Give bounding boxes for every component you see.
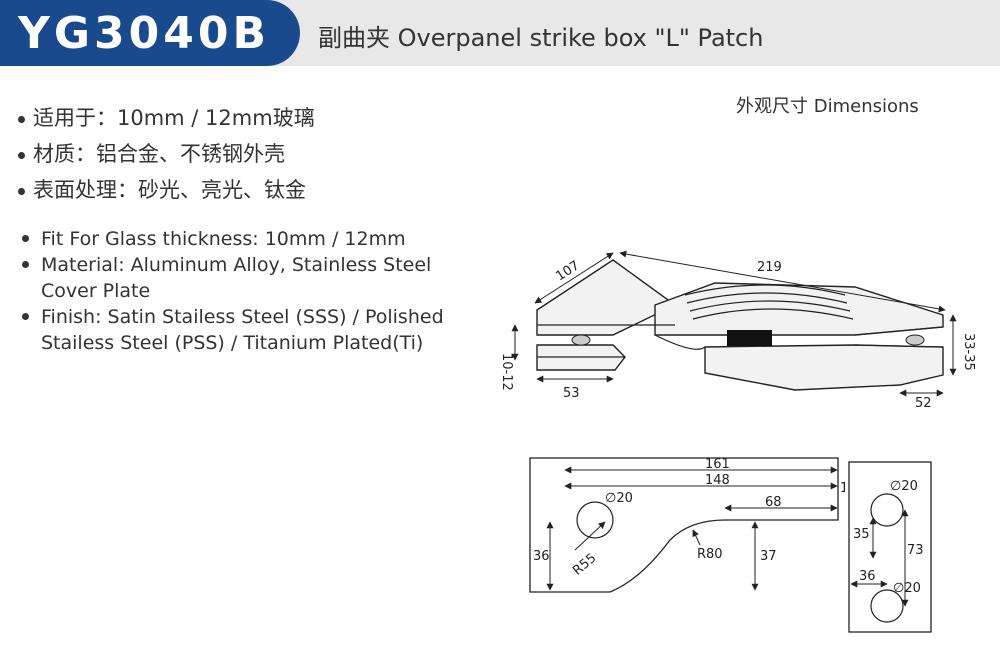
bullet-icon bbox=[22, 313, 29, 320]
dim-label: 33-35 bbox=[961, 333, 975, 371]
model-code: YG3040B bbox=[18, 7, 270, 59]
bullet-icon bbox=[18, 115, 25, 123]
spec-list-english: Fit For Glass thickness: 10mm / 12mm Mat… bbox=[18, 226, 478, 356]
dim-label: ∅20 bbox=[893, 581, 921, 596]
spec-item-cn: 表面处理：砂光、亮光、钛金 bbox=[18, 172, 315, 208]
spec-text: 适用于：10mm / 12mm玻璃 bbox=[33, 106, 315, 130]
dim-label: ∅20 bbox=[890, 479, 918, 494]
dim-label: R80 bbox=[697, 547, 723, 562]
model-badge: YG3040B bbox=[0, 0, 300, 66]
isometric-drawing: 107 219 33-35 10-12 53 52 bbox=[499, 250, 975, 411]
spec-text: 材质：铝合金、不锈钢外壳 bbox=[33, 142, 285, 166]
dim-label: 37 bbox=[760, 549, 777, 564]
spec-item-cn: 材质：铝合金、不锈钢外壳 bbox=[18, 136, 315, 172]
spec-text: Finish: Satin Stailess Steel (SSS) / Pol… bbox=[41, 306, 444, 354]
dim-label: 219 bbox=[757, 260, 782, 275]
dim-label: 36 bbox=[859, 569, 876, 584]
dim-label: 10-12 bbox=[499, 353, 514, 391]
spec-text: Material: Aluminum Alloy, Stainless Stee… bbox=[41, 254, 432, 302]
spec-text: Fit For Glass thickness: 10mm / 12mm bbox=[41, 228, 406, 250]
dim-label: 73 bbox=[907, 543, 924, 558]
spec-list-chinese: 适用于：10mm / 12mm玻璃 材质：铝合金、不锈钢外壳 表面处理：砂光、亮… bbox=[18, 100, 315, 208]
spec-item-en: Material: Aluminum Alloy, Stainless Stee… bbox=[18, 252, 478, 304]
dim-label: 53 bbox=[563, 386, 580, 401]
plan-view-drawing: 161 148 68 1 ∅20 36 R55 R80 37 bbox=[529, 457, 845, 593]
dim-label: 52 bbox=[915, 396, 932, 411]
dim-label: 35 bbox=[853, 527, 870, 542]
bullet-icon bbox=[22, 261, 29, 268]
dim-label: 107 bbox=[553, 258, 582, 284]
side-view-drawing: ∅20 35 73 36 ∅20 bbox=[848, 461, 932, 633]
dim-label: ∅20 bbox=[605, 491, 633, 506]
dim-label: 1 bbox=[840, 481, 845, 496]
dim-label: 148 bbox=[705, 473, 730, 488]
spec-item-en: Fit For Glass thickness: 10mm / 12mm bbox=[18, 226, 478, 252]
dimensions-heading: 外观尺寸 Dimensions bbox=[736, 96, 919, 117]
spec-item-cn: 适用于：10mm / 12mm玻璃 bbox=[18, 100, 315, 136]
product-title: 副曲夹 Overpanel strike box "L" Patch bbox=[318, 24, 764, 52]
dim-label: 68 bbox=[765, 495, 782, 510]
dim-label: R55 bbox=[570, 551, 599, 579]
spec-text: 表面处理：砂光、亮光、钛金 bbox=[33, 178, 306, 202]
bullet-icon bbox=[18, 187, 25, 195]
dim-label: 36 bbox=[533, 549, 550, 564]
bullet-icon bbox=[18, 151, 25, 159]
bullet-icon bbox=[22, 235, 29, 242]
spec-item-en: Finish: Satin Stailess Steel (SSS) / Pol… bbox=[18, 304, 478, 356]
dim-label: 161 bbox=[705, 457, 730, 472]
strike-slot bbox=[727, 330, 772, 346]
